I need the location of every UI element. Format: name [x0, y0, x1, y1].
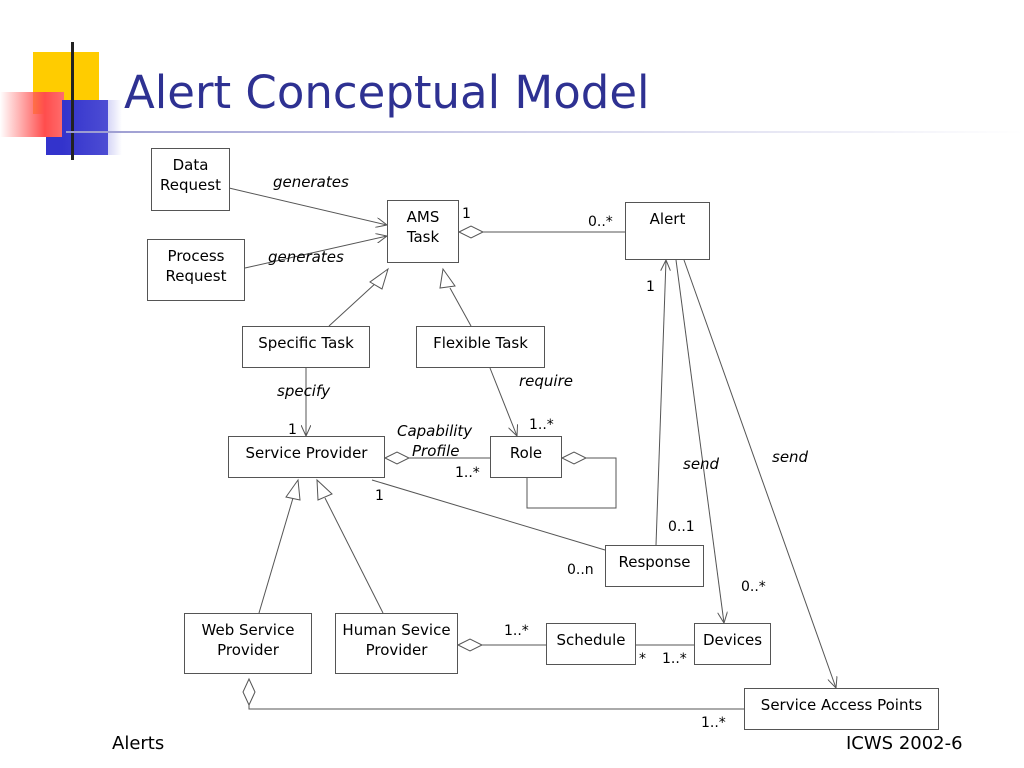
mult-role-1n: 1..*	[529, 417, 554, 433]
mult-capability-1n: 1..*	[455, 465, 480, 481]
edge-web-sp	[258, 497, 294, 614]
box-schedule: Schedule	[546, 623, 636, 665]
label-send-1: send	[683, 455, 720, 473]
aggregation-diamond-role	[560, 451, 588, 465]
inherit-triangle-web	[285, 478, 301, 501]
box-specific-task: Specific Task	[242, 326, 370, 368]
process-request-line-2: Request	[165, 267, 227, 285]
label-generates-1: generates	[273, 173, 349, 191]
mult-alert-1: 1	[646, 279, 655, 295]
box-data-request: Data Request	[151, 148, 230, 211]
edge-datarequest-ams	[228, 187, 387, 225]
edge-role-self	[526, 457, 617, 509]
edge-response-alert	[655, 260, 666, 546]
edge-human-sp	[324, 497, 384, 614]
box-response: Response	[605, 545, 704, 587]
label-send-2: send	[772, 448, 809, 466]
edge-flexible-ams	[449, 287, 472, 327]
edge-flexible-role	[489, 367, 517, 436]
footer-right: ICWS 2002-6	[846, 733, 963, 754]
aggregation-diamond-sp	[383, 451, 411, 465]
box-process-request: Process Request	[147, 239, 245, 301]
title-underline	[66, 131, 1024, 133]
process-request-line-1: Process	[167, 247, 225, 265]
mult-ams-1: 1	[462, 206, 471, 222]
box-devices: Devices	[694, 623, 771, 665]
decorative-red-bar	[0, 92, 64, 137]
human-service-provider-line-1: Human Sevice	[342, 621, 451, 639]
web-service-provider-line-1: Web Service	[201, 621, 295, 639]
mult-response-01: 0..1	[668, 519, 695, 535]
ams-task-line-1: AMS	[406, 208, 440, 226]
inherit-triangle-flexible	[439, 267, 456, 289]
mult-devices-1n: 1..*	[662, 651, 687, 667]
box-service-provider: Service Provider	[228, 436, 385, 478]
inherit-triangle-human	[316, 478, 333, 501]
label-require: require	[519, 372, 573, 390]
box-service-access-points: Service Access Points	[744, 688, 939, 730]
mult-human-1n: 1..*	[504, 623, 529, 639]
mult-sap-1n: 1..*	[701, 715, 726, 731]
decorative-vertical-line	[71, 42, 74, 160]
edge-processrequest-ams	[244, 236, 387, 269]
web-service-provider-line-2: Provider	[217, 641, 279, 659]
box-ams-task: AMS Task	[387, 200, 459, 263]
edge-alert-devices	[675, 259, 724, 623]
inherit-triangle-specific	[369, 267, 389, 290]
label-specify: specify	[277, 382, 331, 400]
aggregation-diamond-ams	[457, 225, 485, 239]
box-role: Role	[490, 436, 562, 478]
label-profile: Profile	[412, 442, 460, 460]
mult-schedule-star: *	[639, 651, 646, 667]
data-request-line-1: Data	[172, 156, 209, 174]
box-web-service-provider: Web Service Provider	[184, 613, 312, 674]
box-flexible-task: Flexible Task	[416, 326, 545, 368]
box-alert: Alert	[625, 202, 710, 260]
label-capability: Capability	[397, 422, 473, 440]
data-request-line-2: Request	[160, 176, 221, 194]
mult-response-0n: 0..n	[567, 562, 594, 578]
mult-devices-0n: 0..*	[741, 579, 766, 595]
slide-title: Alert Conceptual Model	[124, 66, 650, 119]
edge-alert-sap	[683, 259, 836, 688]
mult-sp-1: 1	[288, 422, 297, 438]
box-human-service-provider: Human Sevice Provider	[335, 613, 458, 674]
edge-specific-ams	[328, 281, 378, 327]
ams-task-line-2: Task	[406, 228, 440, 246]
aggregation-diamond-human	[456, 638, 484, 652]
aggregation-diamond-web	[242, 677, 256, 707]
mult-alert-0n: 0..*	[588, 214, 613, 230]
edge-sp-response	[371, 479, 606, 551]
footer-left: Alerts	[112, 733, 165, 754]
human-service-provider-line-2: Provider	[365, 641, 428, 659]
edge-web-sap	[248, 705, 744, 710]
label-generates-2: generates	[268, 248, 344, 266]
mult-sp-bottom-1: 1	[375, 488, 384, 504]
